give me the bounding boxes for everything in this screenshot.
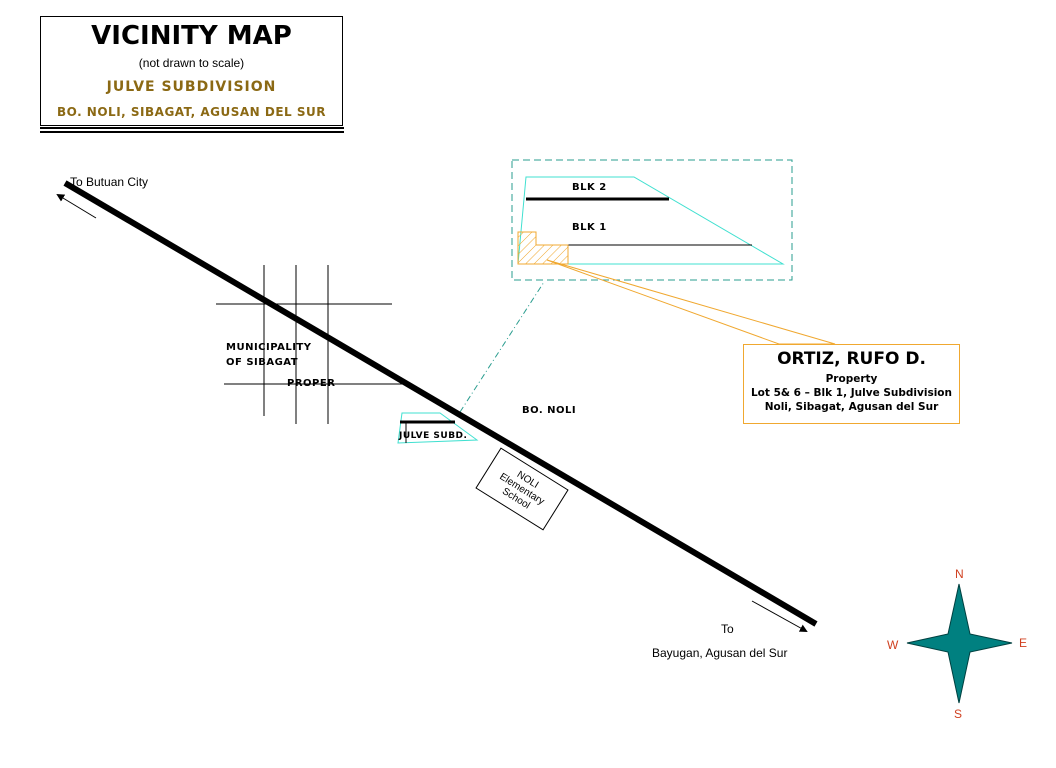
owner-address: Noli, Sibagat, Agusan del Sur	[764, 401, 939, 413]
arrow-to-butuan-icon	[56, 193, 97, 219]
title-block: VICINITY MAP (not drawn to scale) JULVE …	[40, 16, 343, 126]
owner-name: ORTIZ, RUFO D.	[777, 349, 926, 369]
label-municipality: MUNICIPALITY	[226, 342, 312, 353]
compass-rose-icon	[906, 583, 1013, 704]
owner-lot-description: Lot 5& 6 – Blk 1, Julve Subdivision	[750, 387, 952, 399]
inset-detail	[511, 159, 793, 281]
owner-property-label: Property	[825, 373, 878, 385]
label-blk1: BLK 1	[572, 222, 607, 233]
map-title: VICINITY MAP	[91, 21, 292, 51]
callout-pointer	[546, 259, 836, 345]
title-underline	[40, 127, 344, 129]
title-underline	[40, 131, 344, 133]
arrow-to-bayugan-icon	[751, 600, 808, 632]
label-bo-noli: BO. NOLI	[522, 405, 577, 416]
inset-link-line	[459, 281, 545, 413]
compass-star-icon	[906, 583, 1013, 704]
subject-lot	[517, 231, 569, 265]
label-to-bayugan: Bayugan, Agusan del Sur	[652, 646, 788, 660]
location-title: BO. NOLI, SIBAGAT, AGUSAN DEL SUR	[56, 105, 326, 119]
label-to-butuan: To Butuan City	[70, 175, 149, 189]
label-to: To	[721, 622, 734, 636]
national-highway	[63, 180, 818, 627]
compass-east: E	[1019, 636, 1028, 650]
subdivision-title: JULVE SUBDIVISION	[106, 79, 277, 95]
label-of-sibagat: OF SIBAGAT	[226, 357, 299, 368]
owner-callout: ORTIZ, RUFO D. Property Lot 5& 6 – Blk 1…	[743, 344, 960, 424]
town-grid	[216, 265, 404, 424]
inset-border	[511, 159, 793, 281]
label-julve-subd: JULVE SUBD.	[399, 431, 468, 441]
compass-south: S	[954, 707, 963, 721]
scale-note: (not drawn to scale)	[138, 56, 245, 70]
subdivision-outline	[397, 412, 479, 444]
label-blk2: BLK 2	[572, 182, 607, 193]
compass-north: N	[955, 567, 964, 581]
label-proper: PROPER	[287, 378, 336, 389]
compass-west: W	[887, 638, 899, 652]
